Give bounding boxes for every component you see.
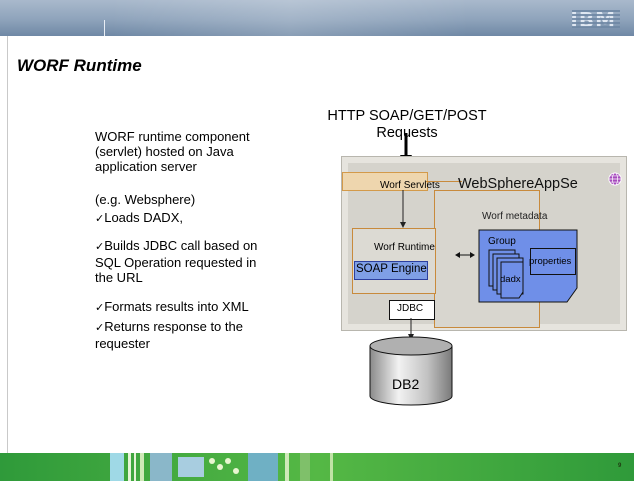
ibm-logo: IBM <box>570 8 616 32</box>
db2-label: DB2 <box>392 376 420 392</box>
bullet-3: ✓Loads DADX, <box>95 210 183 227</box>
bullet-5-line-1: Formats results into XML <box>104 299 249 314</box>
header-bar <box>0 0 634 36</box>
checkmark-icon: ✓ <box>95 322 105 334</box>
servlet-connector <box>426 181 462 182</box>
slide-title: WORF Runtime <box>17 56 142 75</box>
soap-engine-box <box>354 261 428 280</box>
bullet-1-line-3: application server <box>95 159 197 174</box>
footer-bar <box>0 453 634 481</box>
slide-left-border <box>7 36 8 454</box>
servlets-to-runtime-arrow <box>400 190 406 228</box>
bullet-6-line-1: Returns response to the <box>104 319 243 334</box>
header-sheen <box>110 0 470 36</box>
database-icon <box>369 336 453 406</box>
checkmark-icon: ✓ <box>95 302 105 314</box>
bullet-1-line-1: WORF runtime component <box>95 129 250 144</box>
properties-box <box>530 248 576 275</box>
soap-engine-label: SOAP Engine <box>356 263 427 275</box>
bullet-6: ✓Returns response to the requester <box>95 319 243 351</box>
worf-runtime-label: Worf Runtime <box>374 242 435 253</box>
bullet-4-line-1: Builds JDBC call based on <box>104 238 258 253</box>
header-divider <box>104 20 105 36</box>
page-number: 9 <box>618 463 622 469</box>
bullet-2-line-1: (e.g. Websphere) <box>95 192 196 207</box>
dadx-label: dadx <box>500 274 521 285</box>
http-line-1: HTTP SOAP/GET/POST <box>327 108 487 124</box>
bullet-5: ✓Formats results into XML <box>95 299 249 316</box>
globe-icon <box>608 172 622 186</box>
bullet-3-line-1: Loads DADX, <box>104 210 183 225</box>
properties-label: properties <box>529 256 572 267</box>
worf-servlets-label: Worf Servlets <box>380 180 440 191</box>
bullet-1-line-2: (servlet) hosted on Java <box>95 144 234 159</box>
group-label: Group <box>488 236 516 247</box>
worf-metadata-label: Worf metadata <box>482 211 548 222</box>
bullet-6-line-2: requester <box>95 336 150 351</box>
bidirectional-arrow <box>455 252 475 258</box>
bullet-4: ✓Builds JDBC call based on SQL Operation… <box>95 238 257 285</box>
checkmark-icon: ✓ <box>95 241 105 253</box>
bullet-2: (e.g. Websphere) <box>95 192 195 207</box>
jdbc-label: JDBC <box>397 303 424 314</box>
bullet-1: WORF runtime component (servlet) hosted … <box>95 129 250 174</box>
jdbc-box <box>389 300 435 320</box>
checkmark-icon: ✓ <box>95 213 105 225</box>
bullet-4-line-3: the URL <box>95 270 143 285</box>
bullet-4-line-2: SQL Operation requested in <box>95 255 257 270</box>
websphere-label: WebSphereAppSe <box>458 176 578 192</box>
